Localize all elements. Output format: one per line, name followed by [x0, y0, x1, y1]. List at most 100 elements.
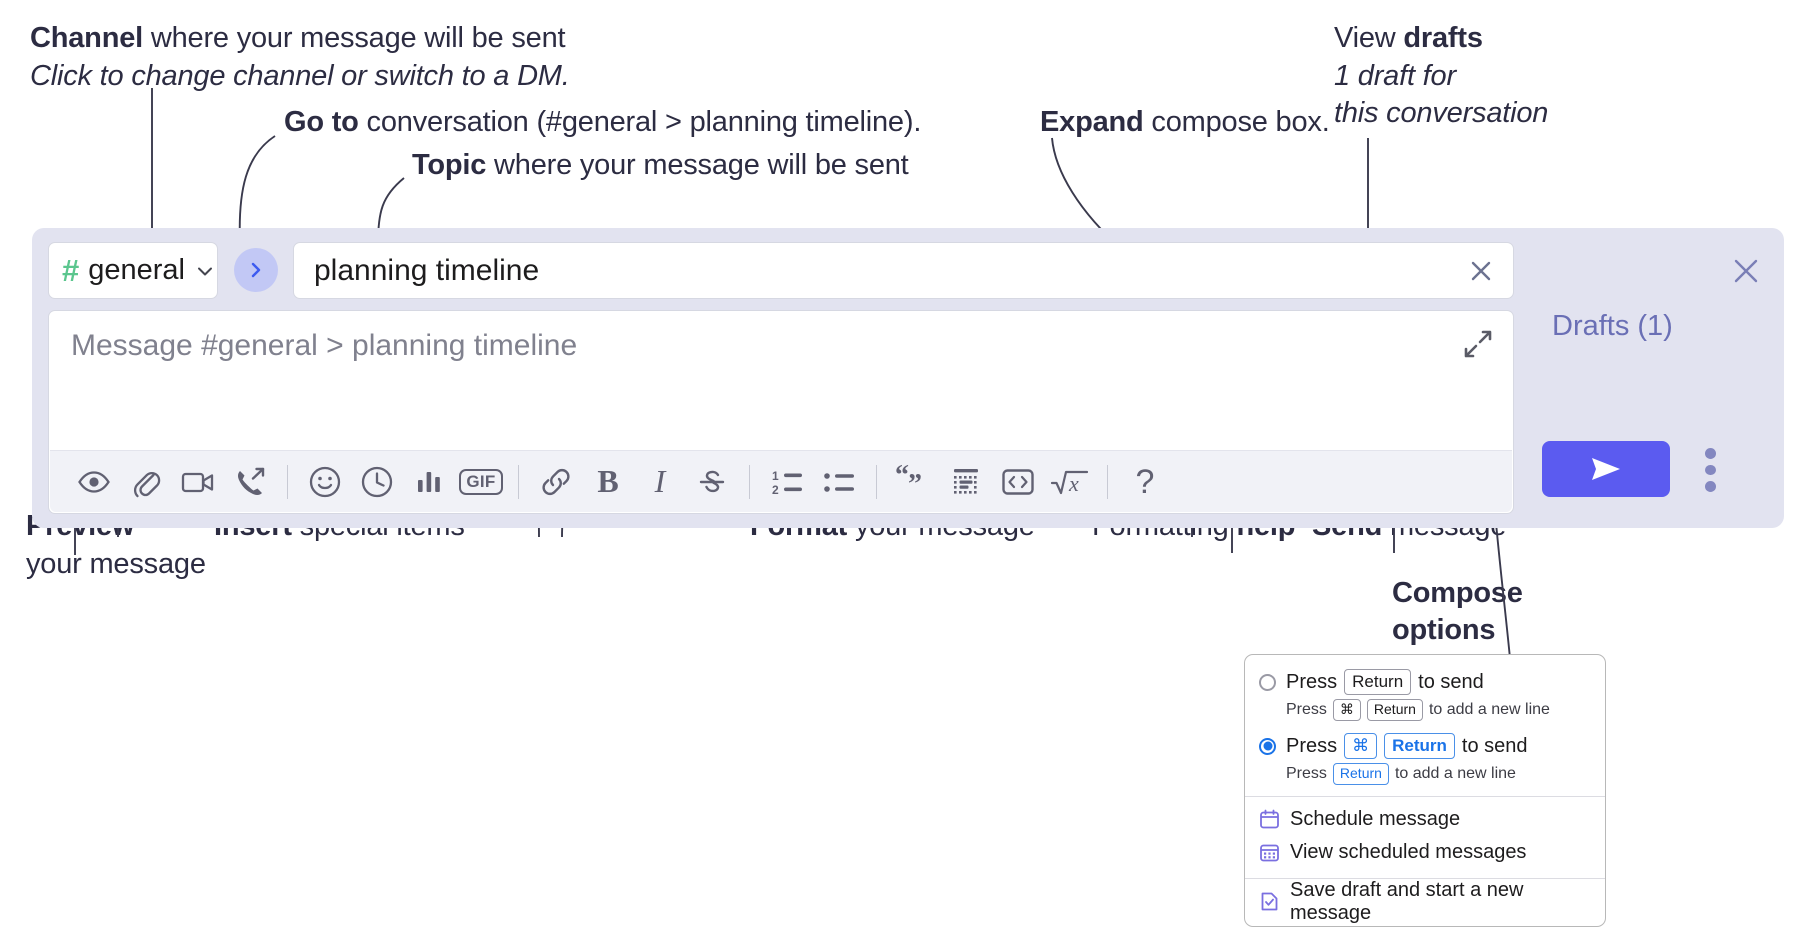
radio1-post: to send: [1418, 670, 1484, 693]
svg-text:1: 1: [772, 469, 779, 483]
annotation-channel-italic: Click to change channel or switch to a D…: [30, 59, 570, 92]
svg-text:x: x: [1068, 471, 1079, 496]
bold-label: B: [597, 463, 619, 499]
code-block-icon[interactable]: [940, 456, 992, 508]
ordered-list-icon[interactable]: 1 2: [761, 456, 813, 508]
annotation-goto: Go to conversation (#general > planning …: [284, 104, 921, 142]
menu-item-label: View scheduled messages: [1290, 841, 1527, 863]
menu-radio-return-to-send[interactable]: Press Return to send: [1245, 667, 1605, 697]
svg-text:“: “: [895, 460, 909, 491]
channel-name: general: [88, 254, 185, 286]
blockquote-icon[interactable]: “ ”: [888, 456, 940, 508]
menu-radio-cmd-subtext: Press Return to add a new line: [1245, 761, 1605, 787]
italic-label: I: [654, 463, 666, 499]
compose-widget: # general planning timeline Message #gen…: [32, 228, 1784, 528]
topic-value: planning timeline: [314, 253, 540, 287]
annotation-topic: Topic where your message will be sent: [412, 147, 909, 185]
channel-picker[interactable]: # general: [48, 242, 218, 299]
annotation-topic-rest: where your message will be sent: [486, 149, 909, 181]
goto-conversation-button[interactable]: [234, 248, 278, 292]
compose-options-button[interactable]: [1692, 448, 1728, 493]
clock-icon[interactable]: [351, 456, 403, 508]
annotation-drafts: View drafts 1 draft for this conversatio…: [1334, 20, 1548, 133]
calendar-grid-icon: [1259, 842, 1280, 863]
radio1-sub-post: to add a new line: [1428, 701, 1550, 718]
gif-label: GIF: [459, 468, 503, 495]
toolbar-separator: [518, 464, 519, 499]
kebab-dot: [1704, 448, 1716, 459]
radio1-pre: Press: [1286, 670, 1338, 693]
annotation-drafts-bold: drafts: [1403, 22, 1483, 54]
menu-item-label: Schedule message: [1290, 808, 1461, 830]
annotation-topic-bold: Topic: [412, 149, 487, 181]
annotation-channel-rest: where your message will be sent: [143, 22, 566, 54]
kebab-dot: [1704, 481, 1716, 493]
menu-radio-cmd-return-to-send[interactable]: Press ⌘ Return to send: [1245, 731, 1605, 761]
help-question-icon[interactable]: ?: [1119, 456, 1171, 508]
menu-divider: [1245, 796, 1605, 797]
annotation-goto-bold: Go to: [284, 106, 359, 138]
strikethrough-icon[interactable]: [686, 456, 738, 508]
menu-item-save-draft[interactable]: Save draft and start a new message: [1245, 879, 1605, 924]
toolbar-separator: [749, 464, 750, 499]
annotation-drafts-plain: View: [1334, 22, 1404, 54]
compose-inner: # general planning timeline Message #gen…: [48, 242, 1514, 514]
save-draft-icon: [1259, 891, 1280, 912]
attachment-paperclip-icon[interactable]: [120, 456, 172, 508]
chevron-down-icon: [194, 260, 216, 282]
toolbar-separator: [876, 464, 877, 499]
radio-unselected-icon[interactable]: [1259, 673, 1276, 691]
formatting-toolbar: GIF B I: [50, 450, 1512, 512]
radio1-sub-pre: Press: [1286, 701, 1327, 718]
link-icon[interactable]: [530, 456, 582, 508]
menu-item-label: Save draft and start a new message: [1290, 878, 1524, 924]
send-button[interactable]: [1542, 441, 1670, 497]
menu-radio-return-subtext: Press ⌘ Return to add a new line: [1245, 697, 1605, 723]
radio-selected-icon[interactable]: [1259, 737, 1276, 755]
radio2-sub-key: Return: [1332, 763, 1389, 785]
gif-icon[interactable]: GIF: [455, 456, 507, 508]
radio1-sub-key1: ⌘: [1332, 699, 1361, 721]
bulleted-list-icon[interactable]: [813, 456, 865, 508]
svg-text:”: ”: [908, 469, 922, 500]
annotation-goto-rest: conversation (#general > planning timeli…: [358, 106, 922, 138]
menu-divider: [1245, 878, 1605, 879]
topic-field[interactable]: planning timeline: [293, 242, 1514, 299]
radio1-sub-key2: Return: [1366, 699, 1423, 721]
annotation-expand-rest: compose box.: [1143, 106, 1330, 138]
help-label: ?: [1135, 462, 1155, 501]
phone-call-icon[interactable]: [224, 456, 276, 508]
annotation-options-line1: Compose: [1392, 577, 1523, 609]
annotation-drafts-line3: this conversation: [1334, 97, 1549, 130]
video-camera-icon[interactable]: [172, 456, 224, 508]
annotation-drafts-line2: 1 draft for: [1334, 59, 1456, 92]
toolbar-separator: [1107, 464, 1108, 499]
annotation-preview-line2: your message: [26, 547, 206, 580]
radio2-sub-post: to add a new line: [1394, 765, 1516, 782]
menu-item-schedule-message[interactable]: Schedule message: [1245, 803, 1605, 836]
kebab-dot: [1704, 464, 1716, 476]
radio1-key: Return: [1344, 669, 1412, 695]
compose-options-menu: Press Return to send Press ⌘ Return to a…: [1244, 654, 1606, 927]
annotation-channel: Channel where your message will be sent …: [30, 20, 570, 95]
math-formula-icon[interactable]: x: [1044, 456, 1096, 508]
message-placeholder: Message #general > planning timeline: [71, 329, 578, 362]
drafts-link[interactable]: Drafts (1): [1552, 310, 1673, 342]
expand-icon[interactable]: [1459, 325, 1497, 363]
radio2-sub-pre: Press: [1286, 765, 1327, 782]
emoji-smiley-icon[interactable]: [299, 456, 351, 508]
menu-item-view-scheduled-messages[interactable]: View scheduled messages: [1245, 836, 1605, 869]
preview-icon[interactable]: [68, 456, 120, 508]
close-icon[interactable]: [1459, 249, 1503, 293]
annotation-options-line2: options: [1392, 614, 1496, 647]
italic-icon[interactable]: I: [634, 456, 686, 508]
inline-code-icon[interactable]: [992, 456, 1044, 508]
message-input-box[interactable]: Message #general > planning timeline: [48, 310, 1514, 514]
hash-icon: #: [62, 253, 80, 288]
close-compose-icon[interactable]: [1726, 251, 1766, 291]
bar-chart-icon[interactable]: [403, 456, 455, 508]
radio2-key2: Return: [1384, 733, 1455, 759]
bold-icon[interactable]: B: [582, 456, 634, 508]
svg-text:2: 2: [772, 483, 779, 497]
calendar-schedule-icon: [1259, 809, 1280, 830]
